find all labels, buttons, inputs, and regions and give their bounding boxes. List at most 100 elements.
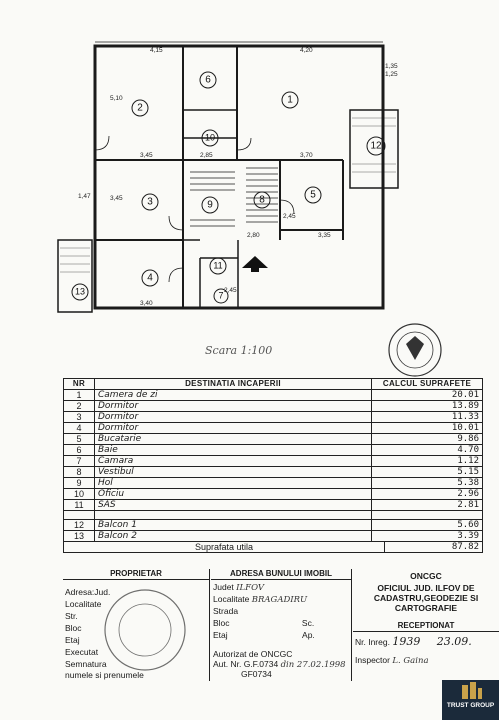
- room-number: 4: [147, 273, 153, 284]
- dimension-label: 4,20: [300, 47, 313, 54]
- owner-heading: PROPRIETAR: [63, 569, 209, 580]
- owner-line: Bloc: [65, 623, 82, 633]
- cell-nr: 6: [63, 444, 95, 456]
- office-heading: ONCGC: [410, 571, 442, 581]
- room-number: 13: [75, 286, 85, 296]
- address-line: Etaj Ap.: [213, 630, 315, 640]
- address-heading: ADRESA BUNULUI IMOBIL: [211, 569, 351, 580]
- building-icon: [462, 682, 482, 699]
- total-value: 87.82: [385, 542, 483, 553]
- address-line: Judet ILFOV: [213, 582, 265, 593]
- cell-area: 11.33: [371, 411, 483, 423]
- dimension-label: 1,47: [78, 193, 91, 200]
- col-destination: DESTINATIA INCAPERII: [94, 378, 372, 390]
- dimension-label: 3,45: [140, 152, 153, 159]
- cell-nr: 4: [63, 422, 95, 434]
- address-line: Bloc Sc.: [213, 618, 315, 628]
- address-line: Strada: [213, 606, 239, 616]
- entry-arrow: [242, 256, 268, 268]
- room-number: 10: [205, 132, 215, 142]
- dimension-label: 1,25: [385, 71, 398, 78]
- trust-group-logo: TRUST GROUP: [442, 680, 499, 720]
- cell-name: Dormitor: [94, 422, 372, 434]
- cell-nr: 10: [63, 488, 95, 500]
- cell-name: Vestibul: [94, 466, 372, 478]
- dimension-label: 4,15: [150, 47, 163, 54]
- cell-nr: 8: [63, 466, 95, 478]
- total-row: Suprafata utila 87.82: [63, 542, 483, 553]
- dimension-label: 3,35: [318, 232, 331, 239]
- cell-name: Baie: [94, 444, 372, 456]
- cell-name: Balcon 1: [94, 519, 372, 531]
- col-area: CALCUL SUPRAFETE: [371, 378, 483, 390]
- reception-heading: RECEPTIONAT: [353, 621, 499, 632]
- total-label: Suprafata utila: [63, 542, 385, 553]
- document-footer: PROPRIETAR Adresa:Jud. Localitate Str. B…: [63, 569, 499, 681]
- owner-section: PROPRIETAR Adresa:Jud. Localitate Str. B…: [63, 569, 210, 681]
- cell-area: 9.86: [371, 433, 483, 445]
- cell-name: SAS: [94, 499, 372, 511]
- rooms-table: NR DESTINATIA INCAPERII CALCUL SUPRAFETE…: [63, 378, 483, 553]
- room-number: 1: [287, 95, 293, 106]
- dimension-label: 1,35: [385, 63, 398, 70]
- address-line: Localitate BRAGADIRU: [213, 594, 308, 605]
- floor-plan: 2 1 3 4 5 6 7 8 9 10 11 12 13 4,15 4,20 …: [57, 41, 399, 313]
- room-number: 7: [218, 290, 223, 300]
- office-section: ONCGC OFICIUL JUD. ILFOV DE CADASTRU,GEO…: [353, 569, 499, 681]
- cell-name: Hol: [94, 477, 372, 489]
- plan-scale: Scara 1:100: [205, 344, 273, 357]
- cell-nr: 3: [63, 411, 95, 423]
- cell-area: 5.15: [371, 466, 483, 478]
- owner-line: Executat: [65, 647, 99, 657]
- cell-nr: 2: [63, 400, 95, 412]
- registration-number: Nr. Inreg. 1939 23.09.: [355, 635, 472, 648]
- cell-area: 2.81: [371, 499, 483, 511]
- owner-line: Localitate: [65, 599, 102, 609]
- owner-line: numele si prenumele: [65, 670, 144, 680]
- cell-nr: 5: [63, 433, 95, 445]
- cell-area: 4.70: [371, 444, 483, 456]
- dimension-label: 3,40: [140, 300, 153, 307]
- authorization-code: GF0734: [241, 669, 272, 679]
- authorization-number: Aut. Nr. G.F.0734 din 27.02.1998: [213, 659, 346, 670]
- cell-area: 13.89: [371, 400, 483, 412]
- room-number: 9: [207, 200, 213, 211]
- inspector-line: Inspector L. Gaina: [355, 655, 429, 666]
- owner-line: Etaj: [65, 635, 80, 645]
- dimension-label: 3,70: [300, 152, 313, 159]
- table-spacer-row: [63, 510, 483, 520]
- dimension-label: 2,80: [247, 232, 260, 239]
- office-name: OFICIUL JUD. ILFOV DE CADASTRU,GEODEZIE …: [373, 583, 479, 613]
- room-number: 3: [147, 197, 153, 208]
- cell-nr: 11: [63, 499, 95, 511]
- dimension-label: 2,85: [200, 152, 213, 159]
- dimension-label: 3,45: [110, 195, 123, 202]
- cell-nr: 9: [63, 477, 95, 489]
- authorized-label: Autorizat de ONCGC: [213, 649, 293, 659]
- logo-text: TRUST GROUP: [446, 702, 495, 709]
- room-number: 6: [205, 75, 211, 86]
- room-number: 2: [137, 103, 143, 114]
- cell-name: Camara: [94, 455, 372, 467]
- cell-area: 5.60: [371, 519, 483, 531]
- cell-nr: 1: [63, 389, 95, 401]
- owner-line: Adresa:Jud.: [65, 587, 111, 597]
- room-number: 8: [259, 195, 265, 206]
- dimension-label: 2,45: [224, 287, 237, 294]
- cell-name: Camera de zi: [94, 389, 372, 401]
- cell-area: 1.12: [371, 455, 483, 467]
- owner-line: Semnatura: [65, 659, 107, 669]
- cell-name: Dormitor: [94, 411, 372, 423]
- cell-area: 3.39: [371, 530, 483, 542]
- authorization-seal-icon: [104, 589, 186, 671]
- cell-nr: 7: [63, 455, 95, 467]
- dimension-label: 2,45: [283, 213, 296, 220]
- room-number: 11: [213, 260, 222, 270]
- room-number: 12: [370, 141, 382, 152]
